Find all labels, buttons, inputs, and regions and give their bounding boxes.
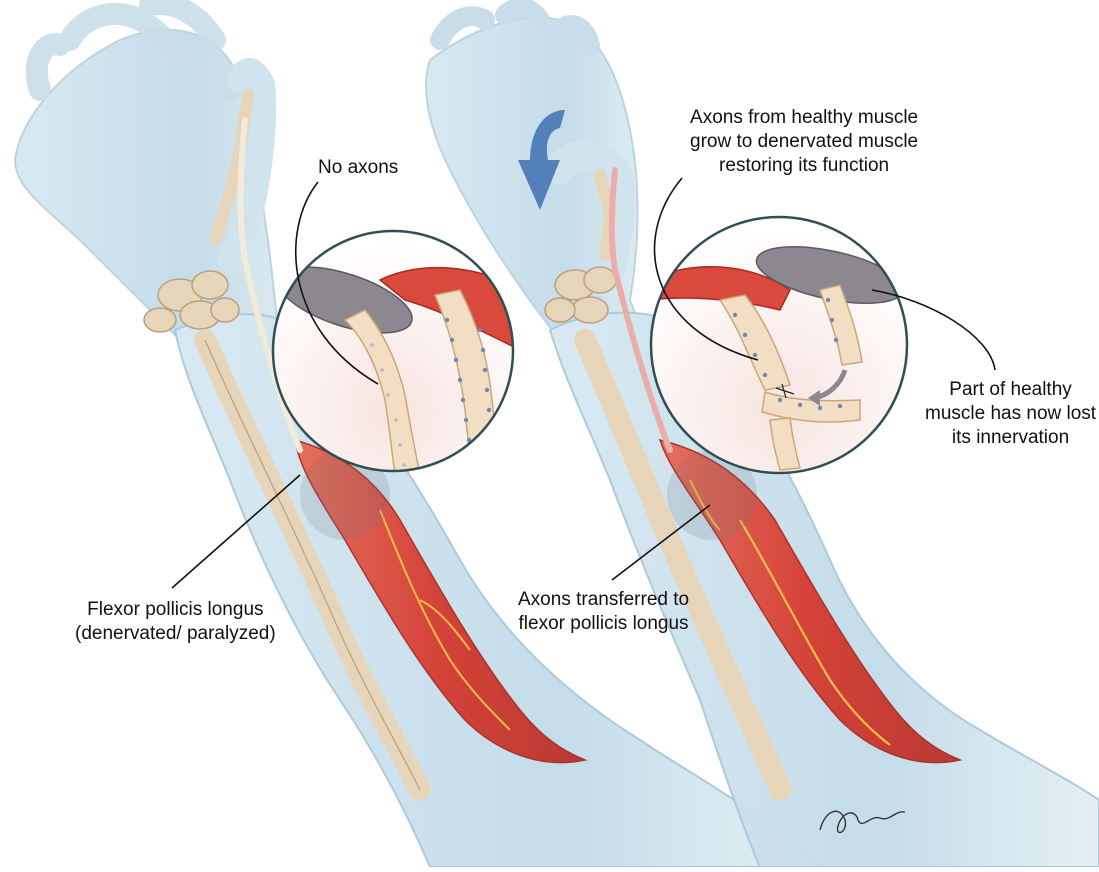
label-no-axons: No axons (318, 156, 398, 180)
label-line: Part of healthy (925, 378, 1096, 402)
label-line: Axons transferred to (518, 588, 689, 612)
label-line: Axons from healthy muscle (690, 106, 918, 130)
label-line: (denervated/ paralyzed) (75, 622, 276, 646)
inset-nerve-transfer (650, 217, 908, 473)
label-axons-from-healthy-muscle: Axons from healthy muscle grow to denerv… (690, 106, 918, 178)
label-flexor-pollicis-longus-denervated: Flexor pollicis longus (denervated/ para… (75, 598, 276, 646)
label-no-axons-line: No axons (318, 156, 398, 180)
label-line: muscle has now lost (925, 402, 1096, 426)
label-line: its innervation (925, 426, 1096, 450)
label-line: flexor pollicis longus (518, 612, 689, 636)
label-part-of-healthy-muscle: Part of healthy muscle has now lost its … (925, 378, 1096, 450)
label-line: restoring its function (690, 154, 918, 178)
label-line: Flexor pollicis longus (75, 598, 276, 622)
label-line: grow to denervated muscle (690, 130, 918, 154)
label-axons-transferred: Axons transferred to flexor pollicis lon… (518, 588, 689, 636)
